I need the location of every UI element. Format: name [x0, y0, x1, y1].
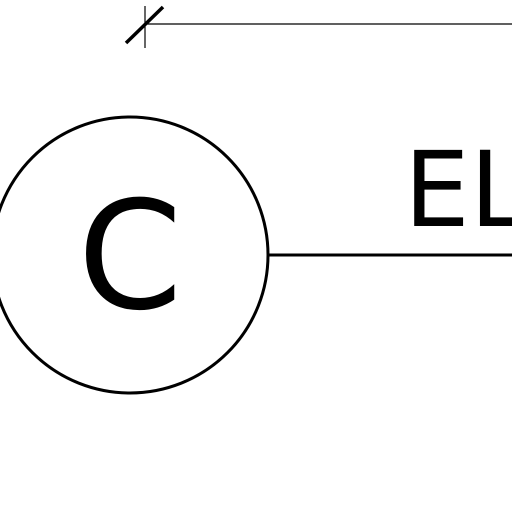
- dimension-tick: [124, 5, 165, 45]
- level-label: EL: [404, 129, 512, 251]
- grid-bubble-label: C: [78, 170, 183, 344]
